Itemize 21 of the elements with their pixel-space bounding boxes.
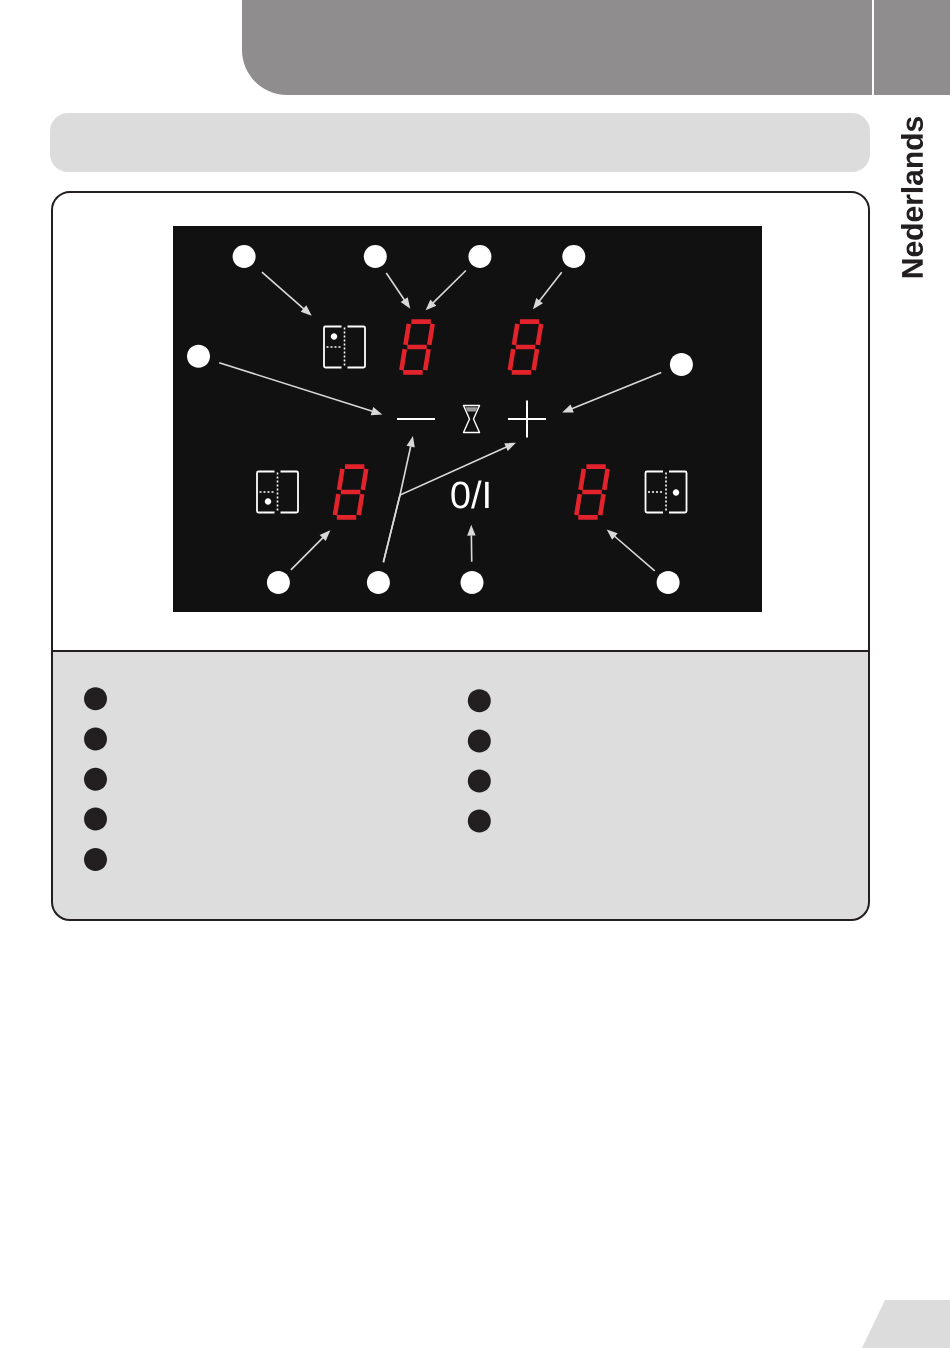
callout-circle (232, 245, 256, 269)
digit-display (574, 464, 610, 520)
minus-symbol (396, 418, 436, 420)
digit-display (507, 319, 544, 375)
callout-circle (460, 570, 484, 594)
callout-circle (266, 570, 290, 594)
language-label: Nederlands (901, 117, 924, 278)
control-panel (173, 226, 762, 612)
callout-circle (468, 245, 492, 269)
plus-symbol (507, 399, 547, 439)
callout-circle (363, 245, 387, 269)
callout-circle (366, 570, 390, 594)
callout-circle (669, 353, 693, 376)
digit-display (332, 464, 369, 520)
callout-circle (656, 570, 680, 594)
power-key-label: 0/I (451, 480, 489, 509)
zone-icon (323, 325, 366, 369)
callout-circle (562, 245, 586, 269)
title-bar (50, 113, 870, 172)
callout-circle (187, 344, 210, 368)
digit-display (399, 319, 435, 375)
